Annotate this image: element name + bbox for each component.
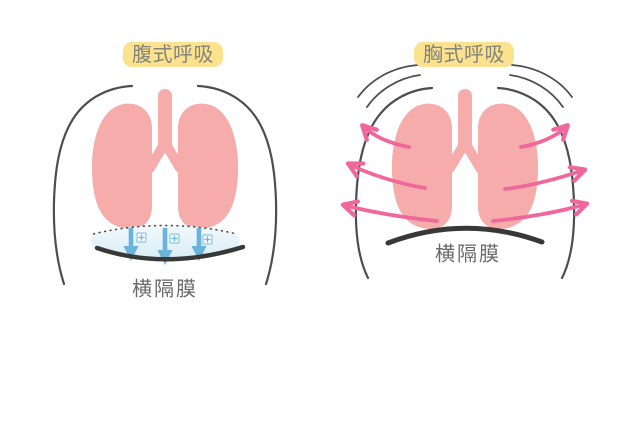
left-title-badge: 腹式呼吸 (123, 42, 223, 67)
lungs (392, 89, 538, 229)
motion-line (357, 64, 419, 98)
diaphragm-arc (385, 225, 545, 246)
motion-line (511, 64, 573, 98)
torso-outline-right-side (196, 84, 278, 286)
expand-arrow (491, 198, 590, 223)
right-title-badge: 胸式呼吸 (414, 42, 514, 67)
expand-arrow (340, 199, 439, 223)
left-diaphragm-label: 横隔膜 (132, 276, 198, 301)
diaphragm-relaxed-dashed-line (92, 224, 238, 235)
torso-outline-left-side (354, 86, 434, 280)
left-figure-group (52, 84, 278, 286)
expand-arrow (503, 165, 588, 191)
plus-icon (169, 233, 180, 244)
diaphragm-contracted-arc (94, 244, 246, 262)
plus-icon (202, 234, 213, 245)
torso-outline-left-side (52, 84, 134, 286)
torso-outline-right-side (496, 86, 576, 280)
expand-arrow (519, 123, 570, 149)
down-arrow (191, 228, 207, 261)
plus-icon (136, 232, 147, 243)
motion-line (509, 74, 564, 108)
right-figure-group (340, 64, 590, 280)
lungs (92, 89, 238, 229)
expand-arrow (345, 161, 427, 190)
expand-arrow (360, 123, 411, 149)
right-diaphragm-label: 横隔膜 (435, 241, 501, 266)
down-arrow (123, 228, 139, 261)
motion-line (366, 74, 421, 108)
